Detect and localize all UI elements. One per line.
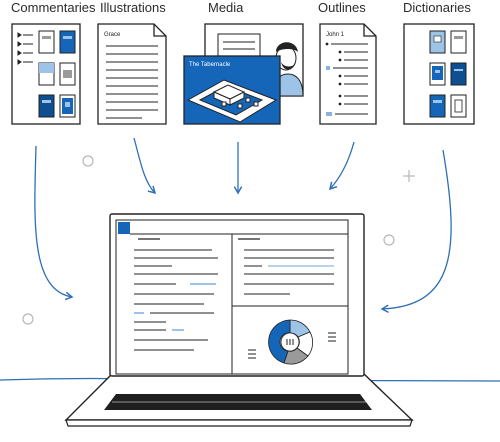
- media-caption: The Tabernacle: [189, 62, 231, 68]
- book-icon: [450, 62, 467, 86]
- book-icon: [38, 62, 55, 86]
- laptop: [64, 213, 414, 427]
- left-pane-text: [134, 249, 218, 351]
- decor-plus: [403, 170, 415, 182]
- book-icon: [38, 30, 55, 54]
- arrow-outlines: [329, 141, 355, 191]
- tabernacle-illustration: [186, 79, 278, 123]
- bullet-list-icon: [17, 32, 33, 65]
- outlines-card: John 1: [319, 23, 377, 125]
- app-logo: [118, 222, 130, 234]
- outlines-heading: John 1: [326, 32, 345, 38]
- right-pane-text: [244, 249, 334, 295]
- decor-circle: [383, 234, 395, 246]
- arrow-illustrations: [133, 137, 157, 195]
- book-icon: [59, 30, 76, 54]
- decor-circle: [22, 313, 34, 325]
- label-outlines: Outlines: [318, 0, 366, 15]
- book-icon: [429, 62, 446, 86]
- media-card: The Tabernacle: [183, 23, 304, 125]
- donut-chart-widget: [248, 319, 336, 365]
- decor-circle: [82, 155, 94, 167]
- book-icon: [429, 94, 446, 118]
- arrow-dictionaries: [380, 149, 452, 314]
- book-icon: [38, 94, 55, 118]
- book-icon: [450, 30, 467, 54]
- legend-lines: [248, 332, 336, 359]
- label-dictionaries: Dictionaries: [403, 0, 471, 15]
- book-icon: [450, 94, 467, 118]
- dictionaries-card: [403, 23, 475, 125]
- book-icon: [59, 94, 76, 118]
- illustrations-heading: Grace: [104, 32, 121, 38]
- illustrations-card: Grace: [97, 23, 167, 125]
- commentaries-card: [11, 23, 81, 125]
- label-illustrations: Illustrations: [100, 0, 166, 15]
- book-icon: [59, 62, 76, 86]
- label-commentaries: Commentaries: [11, 0, 96, 15]
- book-icon: [429, 30, 446, 54]
- arrow-commentaries: [34, 145, 74, 301]
- label-media: Media: [208, 0, 244, 15]
